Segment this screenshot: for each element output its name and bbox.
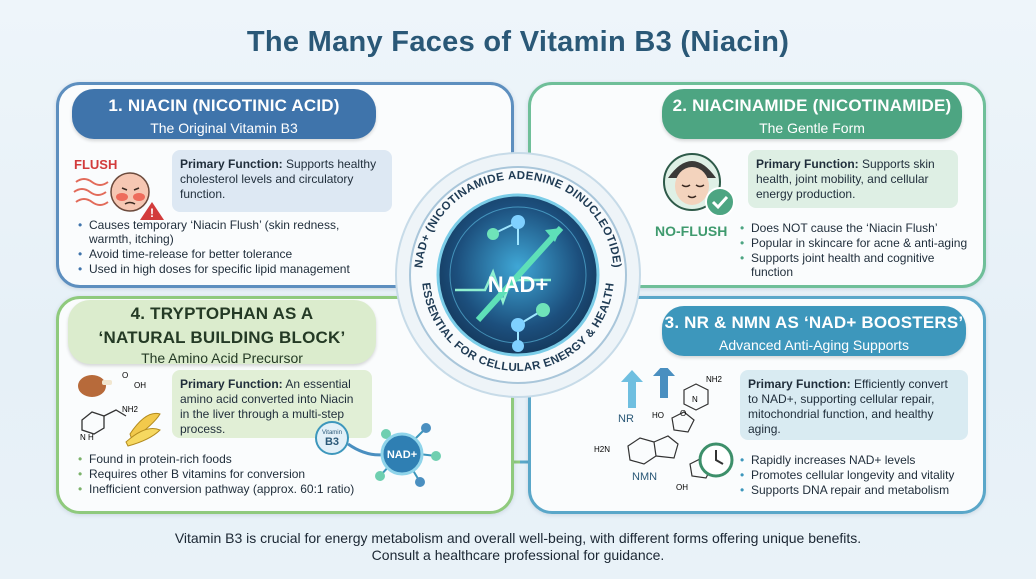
list-item: Popular in skincare for acne & anti-agin… [740,236,978,250]
flushed-face-icon: ! [73,172,164,220]
niacin-bullets: Causes temporary ‘Niacin Flush’ (skin re… [78,218,378,277]
list-item: Inefficient conversion pathway (approx. … [78,482,378,496]
page-title: The Many Faces of Vitamin B3 (Niacin) [246,26,790,58]
tryptophan-heading-line1: 4. TRYPTOPHAN AS A [130,304,314,323]
nad-center-label: NAD+ [488,272,549,297]
list-item: Found in protein-rich foods [78,452,378,466]
list-item: Supports joint health and cognitive func… [740,251,978,279]
oh-label: OH [134,381,146,390]
niacin-function-text: Supports healthy cholesterol levels and … [180,157,377,201]
list-item: Does NOT cause the ‘Niacin Flush’ [740,221,978,235]
nh2-label: NH2 [122,405,139,414]
nr-nmn-function-box: Primary Function: Efficiently convert to… [740,370,968,440]
food-molecule-icon: OH O NH2 N H [78,371,161,447]
o-label: O [680,409,686,418]
vitamin-b3-prefix: Vitamin [322,430,342,436]
list-item: Supports DNA repair and metabolism [740,483,972,497]
niacinamide-function-text: Supports skin health, joint mobility, an… [756,157,935,201]
tryptophan-header: 4. TRYPTOPHAN AS A ‘NATURAL BUILDING BLO… [68,300,376,366]
footer: Vitamin B3 is crucial for energy metabol… [0,530,1036,564]
nr-nmn-molecule-icon: NR NMN H2N NH2 N O HO OH [594,368,734,492]
nr-nmn-bullets: Rapidly increases NAD+ levels Promotes c… [740,453,972,498]
flush-badge: FLUSH [74,157,118,172]
o-label: O [122,371,128,380]
nr-nmn-function-label: Primary Function: [748,377,851,391]
nmn-label: NMN [632,471,657,483]
n-label: N [692,395,698,404]
h2n-label: H2N [594,445,610,454]
tryptophan-function-text: An essential amino acid converted into N… [180,377,354,436]
niacin-header: 1. NIACIN (NICOTINIC ACID) The Original … [72,89,376,139]
footer-line-1: Vitamin B3 is crucial for energy metabol… [174,530,862,546]
calm-face-icon [663,153,735,217]
niacinamide-function-box: Primary Function: Supports skin health, … [748,150,958,208]
nad-small-label: NAD+ [387,449,417,461]
nr-nmn-heading: 3. NR & NMN AS ‘NAD+ BOOSTERS’ [664,313,964,332]
niacin-heading: 1. NIACIN (NICOTINIC ACID) [108,96,340,115]
list-item: Promotes cellular longevity and vitality [740,468,972,482]
tryptophan-function-label: Primary Function: [180,377,283,391]
footer-line-2: Consult a healthcare professional for gu… [371,547,665,563]
niacin-function-label: Primary Function: [180,157,283,171]
list-item: Requires other B vitamins for conversion [78,467,378,481]
niacinamide-header: 2. NIACINAMIDE (NICOTINAMIDE) The Gentle… [662,89,962,139]
tryptophan-heading-line2: ‘NATURAL BUILDING BLOCK’ [98,328,346,347]
oh-label: OH [676,483,688,492]
list-item: Used in high doses for specific lipid ma… [78,262,378,276]
ho-label: HO [652,411,664,420]
nr-nmn-header: 3. NR & NMN AS ‘NAD+ BOOSTERS’ Advanced … [662,306,966,356]
list-item: Causes temporary ‘Niacin Flush’ (skin re… [78,218,378,246]
nr-nmn-function-text: Efficiently convert to NAD+, supporting … [748,377,948,436]
nh-label: N H [80,433,94,442]
tryptophan-bullets: Found in protein-rich foods Requires oth… [78,452,378,497]
niacin-subheading: The Original Vitamin B3 [150,120,298,136]
svg-text:!: ! [150,206,154,220]
list-item: Rapidly increases NAD+ levels [740,453,972,467]
nad-emblem-graphic: NAD+ (NICOTINAMIDE ADENINE DINUCLEOTIDE)… [395,152,641,398]
tryptophan-subheading: The Amino Acid Precursor [141,350,303,366]
nh2-label: NH2 [706,375,723,384]
niacinamide-bullets: Does NOT cause the ‘Niacin Flush’ Popula… [740,221,978,280]
niacinamide-heading: 2. NIACINAMIDE (NICOTINAMIDE) [672,96,952,115]
niacin-function-box: Primary Function: Supports healthy chole… [172,150,392,212]
nr-nmn-subheading: Advanced Anti-Aging Supports [719,337,909,353]
niacinamide-subheading: The Gentle Form [759,120,865,136]
niacinamide-function-label: Primary Function: [756,157,859,171]
no-flush-badge: NO-FLUSH [655,223,728,239]
list-item: Avoid time-release for better tolerance [78,247,378,261]
nr-label: NR [618,413,634,425]
vitamin-b3-label: B3 [325,436,339,448]
nad-emblem: NAD+ (NICOTINAMIDE ADENINE DINUCLEOTIDE)… [393,150,643,400]
